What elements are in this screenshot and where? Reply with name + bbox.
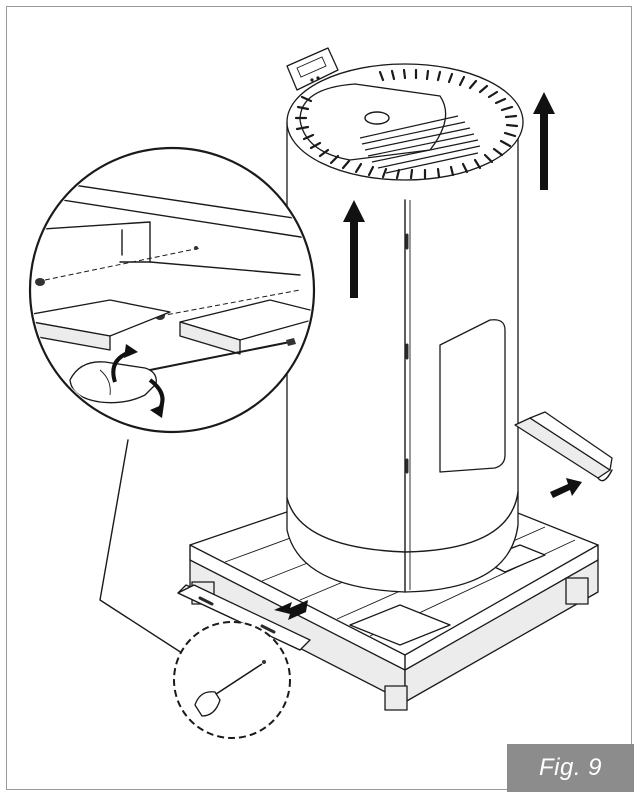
screwdriver-icon <box>194 691 221 717</box>
pallet-foot <box>384 685 408 711</box>
control-panel <box>286 47 339 91</box>
figure-label: Fig. 9 <box>538 754 603 781</box>
figure-label-background <box>507 744 634 792</box>
stove-window <box>439 319 506 473</box>
pallet-foot <box>565 577 589 605</box>
right-metal-bracket <box>514 411 613 482</box>
screw-removal-detail <box>28 146 316 656</box>
push-arrow <box>550 478 582 498</box>
top-grill <box>294 68 519 180</box>
pull-arrow <box>274 600 308 620</box>
lift-arrow <box>533 92 555 190</box>
figure-frame <box>6 6 632 790</box>
screw-icon <box>35 278 45 286</box>
bracket-screw-detail <box>173 621 291 739</box>
pellet-stove <box>286 47 524 593</box>
lift-arrow <box>343 200 365 298</box>
